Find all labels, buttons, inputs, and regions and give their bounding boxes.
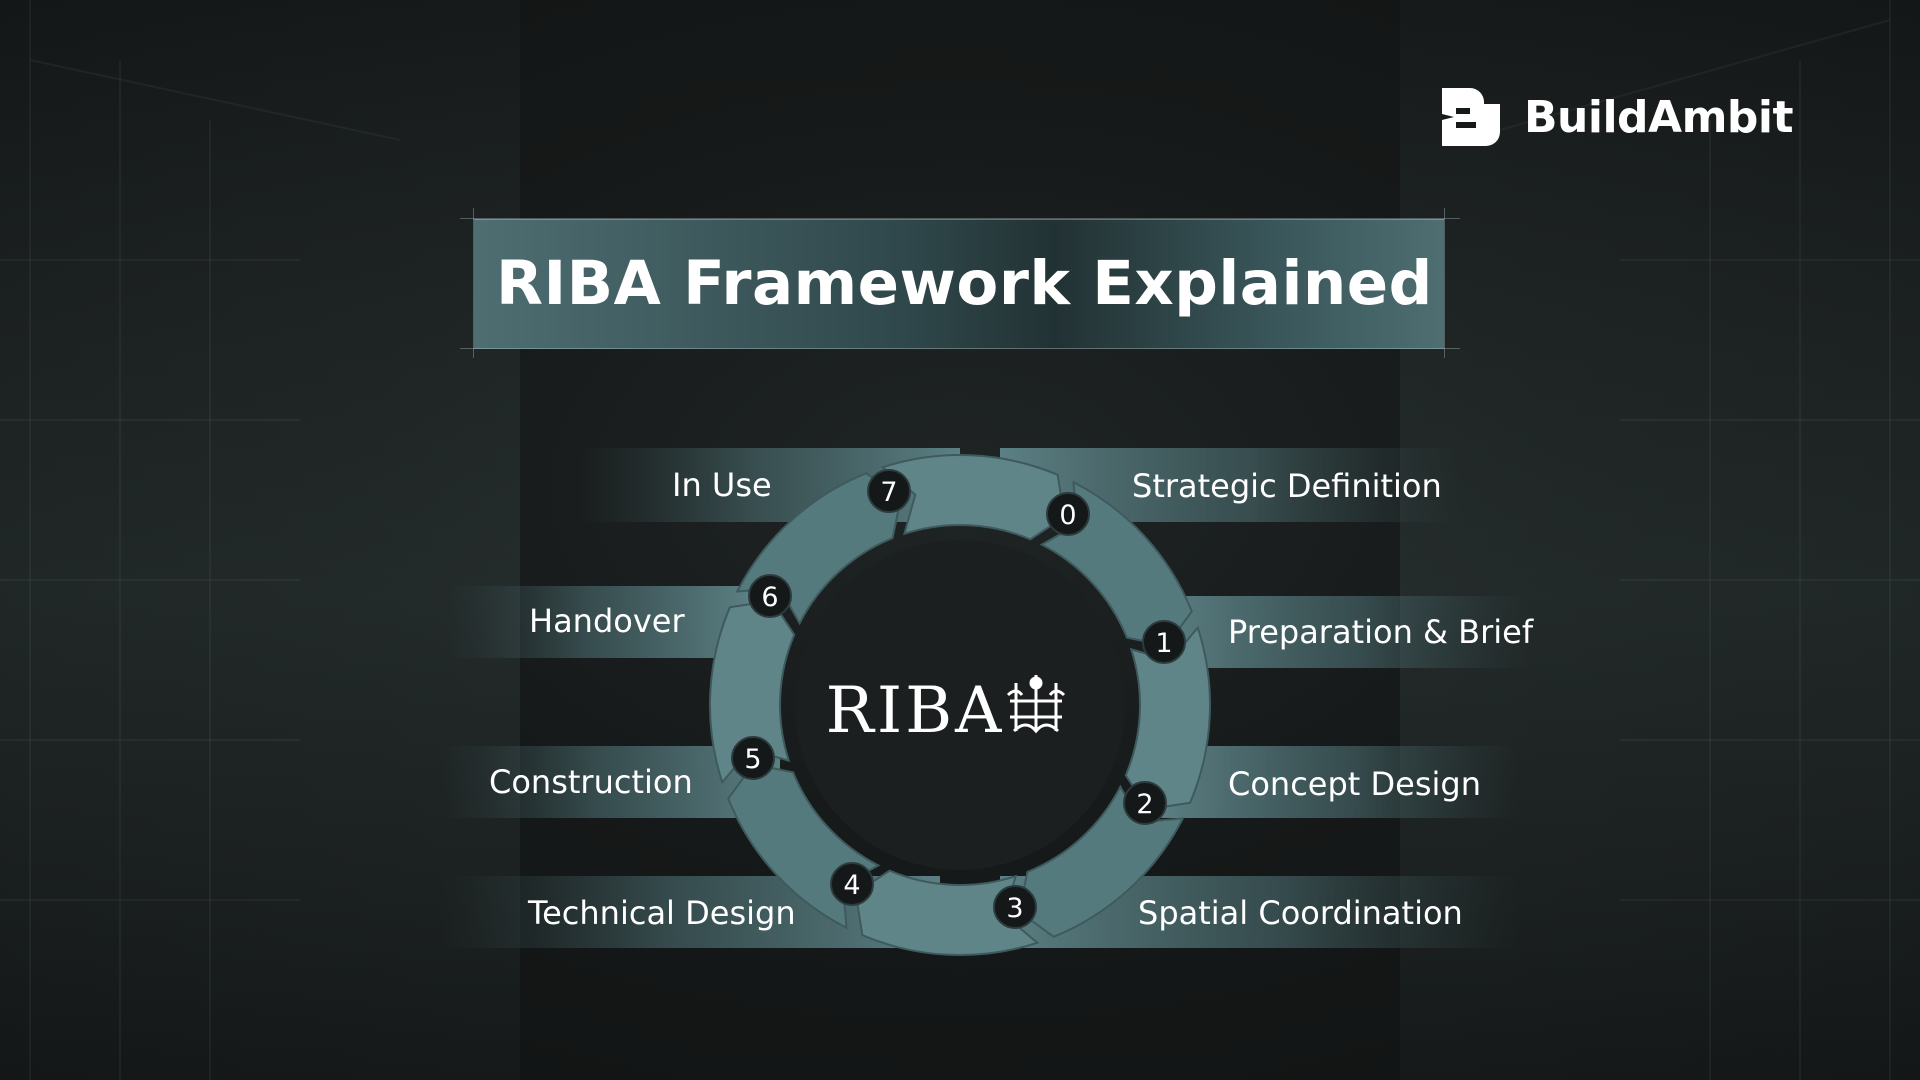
brand-name: BuildAmbit [1524, 91, 1794, 143]
center-disc [795, 540, 1125, 870]
page-title: RIBA Framework Explained [496, 248, 1433, 319]
stage-label-4: Technical Design [528, 894, 796, 932]
title-banner: RIBA Framework Explained [474, 219, 1444, 349]
stage-band-6 [450, 586, 750, 658]
riba-center-text: RIBA [826, 674, 1005, 748]
stage-label-3: Spatial Coordination [1138, 894, 1463, 932]
stage-label-7: In Use [672, 466, 772, 504]
title-guide-right [1444, 208, 1445, 358]
stage-band-1 [1160, 596, 1530, 668]
stage-number-2: 2 [1136, 789, 1153, 820]
stage-number-6: 6 [761, 582, 778, 613]
stage-label-0: Strategic Definition [1132, 467, 1442, 505]
stage-label-5: Construction [489, 763, 693, 801]
stage-number-circle-0 [1046, 492, 1090, 536]
stage-number-circle-4 [830, 862, 874, 906]
riba-crest-icon [1006, 675, 1066, 734]
stage-number-circle-6 [748, 574, 792, 618]
title-guide-top [460, 218, 1460, 219]
title-guide-left [473, 208, 474, 358]
stage-number-3: 3 [1006, 893, 1023, 924]
stage-label-2: Concept Design [1228, 765, 1481, 803]
stage-label-1: Preparation & Brief [1228, 613, 1534, 651]
stage-number-1: 1 [1155, 628, 1172, 659]
background-scaffold-left [0, 0, 520, 1080]
stage-number-5: 5 [744, 744, 761, 775]
buildambit-logo-icon [1442, 88, 1500, 146]
cycle-arrow-ring [709, 454, 1211, 956]
stage-number-circle-3 [993, 885, 1037, 929]
stage-number-markers: 0 1 2 3 4 5 6 7 [731, 469, 1186, 929]
stage-label-6: Handover [529, 602, 685, 640]
stage-number-circle-1 [1142, 620, 1186, 664]
stage-band-2 [1160, 746, 1520, 818]
stage-number-circle-5 [731, 736, 775, 780]
stage-number-0: 0 [1059, 500, 1076, 531]
brand-header: BuildAmbit [1440, 84, 1794, 150]
stage-number-7: 7 [880, 477, 897, 508]
stage-number-circle-7 [867, 469, 911, 513]
stage-number-4: 4 [843, 870, 860, 901]
stage-number-circle-2 [1123, 781, 1167, 825]
